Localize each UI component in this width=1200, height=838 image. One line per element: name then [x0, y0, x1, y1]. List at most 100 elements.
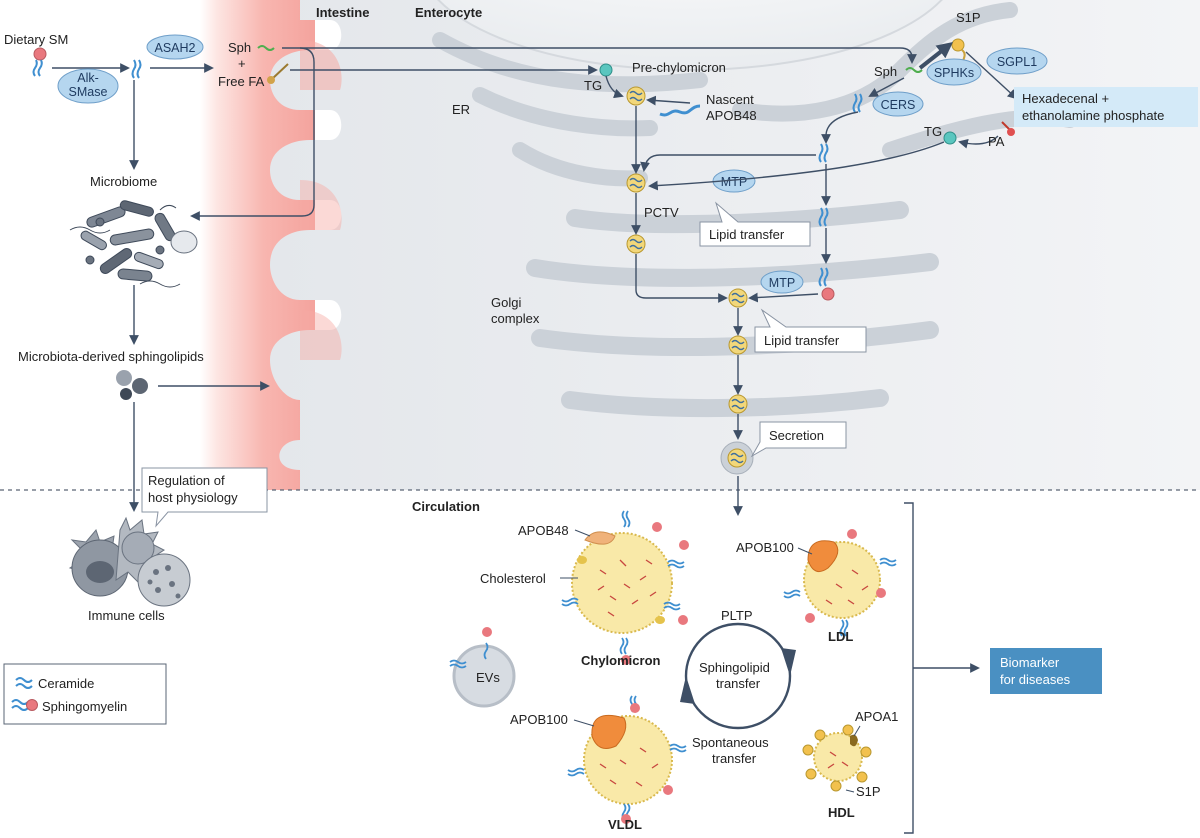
free-fa-label: Free FA	[218, 74, 265, 89]
s1p-top-label: S1P	[956, 10, 981, 25]
ceramide-icon	[818, 207, 829, 227]
svg-text:Secretion: Secretion	[769, 428, 824, 443]
asah2-pill: ASAH2	[146, 34, 204, 60]
svg-text:SPHKs: SPHKs	[934, 66, 974, 80]
sphks-pill: SPHKs	[926, 58, 982, 86]
secretion-vesicle	[720, 441, 754, 475]
pa-icon	[1001, 121, 1015, 136]
svg-text:Lipid transfer: Lipid transfer	[709, 227, 785, 242]
svg-text:SGPL1: SGPL1	[997, 55, 1037, 69]
regulation-callout: Regulation of host physiology	[141, 467, 268, 528]
sph-left-label: Sph	[228, 40, 251, 55]
legend: Ceramide Sphingomyelin	[3, 663, 167, 725]
ldl-label: LDL	[828, 629, 853, 644]
hdl-label: HDL	[828, 805, 855, 820]
secretion-callout: Secretion	[750, 421, 847, 458]
sgpl1-pill: SGPL1	[986, 47, 1048, 75]
svg-text:Regulation of: Regulation of	[148, 473, 225, 488]
nascent-label-2: APOB48	[706, 108, 757, 123]
pa-label: PA	[988, 134, 1005, 149]
sph-left-icon	[257, 45, 275, 51]
sphingomyelin-icon	[32, 47, 47, 77]
svg-text:host physiology: host physiology	[148, 490, 238, 505]
hdl-particle	[802, 724, 872, 792]
tg-right-label: TG	[924, 124, 942, 139]
sph-right-icon	[905, 67, 923, 73]
svg-text:for diseases: for diseases	[1000, 672, 1071, 687]
nucleus	[437, 0, 943, 71]
svg-text:Biomarker: Biomarker	[1000, 655, 1060, 670]
pre-chylomicron-label: Pre-chylomicron	[632, 60, 726, 75]
fatty-acid-icon	[267, 63, 289, 84]
mtp-pill-1: MTP	[712, 169, 756, 193]
vldl-label: VLDL	[608, 817, 642, 832]
transfer-cycle	[680, 622, 796, 730]
s1p-hdl-label: S1P	[856, 784, 881, 799]
chylomicron-label: Chylomicron	[581, 653, 661, 668]
svg-text:Lipid transfer: Lipid transfer	[764, 333, 840, 348]
apob100-ldl-label: APOB100	[736, 540, 794, 555]
sphingomyelin-icon	[11, 699, 38, 711]
vldl-particle	[567, 695, 687, 824]
sphingomyelin-icon	[818, 267, 835, 301]
plus-label: +	[238, 56, 246, 71]
svg-text:ASAH2: ASAH2	[155, 41, 196, 55]
evs-label: EVs	[476, 670, 500, 685]
ceramide-icon	[818, 143, 829, 163]
svg-text:ethanolamine phosphate: ethanolamine phosphate	[1022, 108, 1164, 123]
ceramide-icon	[131, 59, 142, 79]
svg-text:MTP: MTP	[769, 276, 795, 290]
immune-cell-icon	[68, 516, 191, 607]
cers-pill: CERS	[872, 91, 924, 117]
golgi-label-2: complex	[491, 311, 540, 326]
tg-top-label: TG	[584, 78, 602, 93]
svg-text:MTP: MTP	[721, 175, 747, 189]
sph-transfer-2: transfer	[716, 676, 761, 691]
ceramide-icon	[852, 93, 863, 113]
enterocyte-label: Enterocyte	[415, 5, 482, 20]
lipid-transfer-callout-2: Lipid transfer	[754, 308, 867, 353]
er-membranes	[432, 2, 1078, 187]
apoa1-label: APOA1	[855, 709, 898, 724]
apob48-strand	[659, 104, 701, 117]
svg-text:SMase: SMase	[69, 85, 108, 99]
legend-sphingomyelin: Sphingomyelin	[42, 699, 127, 714]
svg-text:Alk-: Alk-	[77, 71, 99, 85]
alk-smase-pill: Alk- SMase	[57, 68, 119, 104]
nascent-label-1: Nascent	[706, 92, 754, 107]
apob100-vldl-label: APOB100	[510, 712, 568, 727]
ceramide-icon	[15, 677, 33, 689]
lipid-transfer-callout-1: Lipid transfer	[699, 201, 811, 247]
sph-right-label: Sph	[874, 64, 897, 79]
spont-2: transfer	[712, 751, 757, 766]
microbiota-sph-label: Microbiota-derived sphingolipids	[18, 349, 204, 364]
pltp-label: PLTP	[721, 608, 753, 623]
microbiota-sphingolipid-icon	[116, 370, 148, 400]
svg-text:CERS: CERS	[881, 98, 916, 112]
apob48-label: APOB48	[518, 523, 569, 538]
ldl-particle	[783, 529, 897, 637]
biomarker-box: Biomarker for diseases	[990, 648, 1102, 694]
immune-cells-label: Immune cells	[88, 608, 165, 623]
tg-right-icon	[943, 131, 957, 145]
dietary-sm-label: Dietary SM	[4, 32, 68, 47]
ev-particle	[449, 627, 516, 708]
legend-ceramide: Ceramide	[38, 676, 94, 691]
cholesterol-label: Cholesterol	[480, 571, 546, 586]
intestine-label: Intestine	[316, 5, 369, 20]
sph-transfer-1: Sphingolipid	[699, 660, 770, 675]
tg-top-icon	[599, 63, 613, 77]
chylomicron-particle	[561, 510, 689, 665]
pctv-label: PCTV	[644, 205, 679, 220]
svg-text:Hexadecenal +: Hexadecenal +	[1022, 91, 1109, 106]
bacteria-icon	[69, 200, 198, 288]
microbiome-label: Microbiome	[90, 174, 157, 189]
circulation-label: Circulation	[412, 499, 480, 514]
hexadecenal-box: Hexadecenal + ethanolamine phosphate	[1014, 87, 1198, 127]
mtp-pill-2: MTP	[760, 270, 804, 294]
er-label: ER	[452, 102, 470, 117]
spont-1: Spontaneous	[692, 735, 769, 750]
golgi-label-1: Golgi	[491, 295, 521, 310]
